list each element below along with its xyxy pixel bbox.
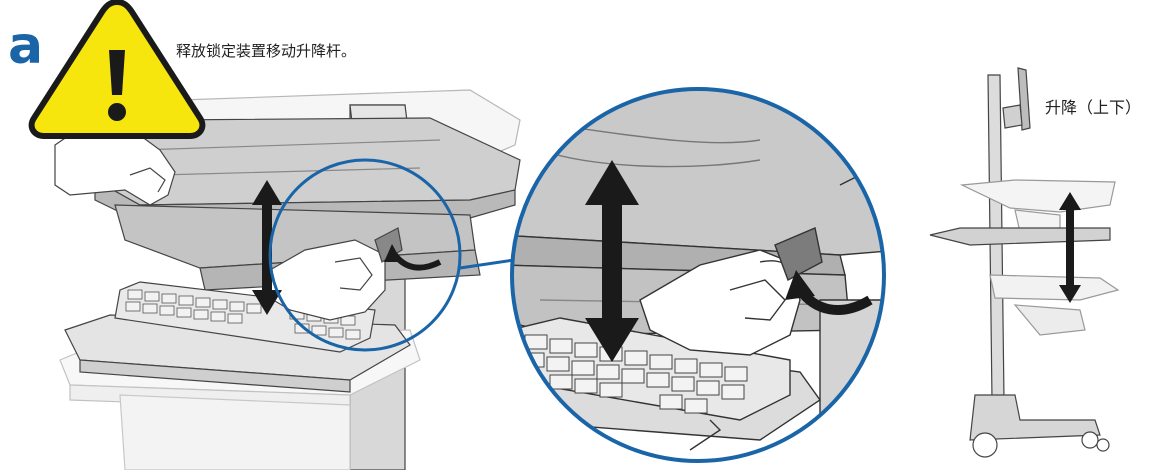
instruction-text: 释放锁定装置移动升降杆。 <box>176 40 356 61</box>
warning-icon <box>32 2 203 136</box>
magnified-detail <box>500 80 900 470</box>
side-view-label: 升降（上下） <box>1045 94 1141 118</box>
main-cart-scene <box>55 90 520 470</box>
step-letter: a <box>8 20 43 72</box>
side-up-down-arrow-icon <box>1059 192 1081 303</box>
side-view-cart <box>930 68 1118 457</box>
